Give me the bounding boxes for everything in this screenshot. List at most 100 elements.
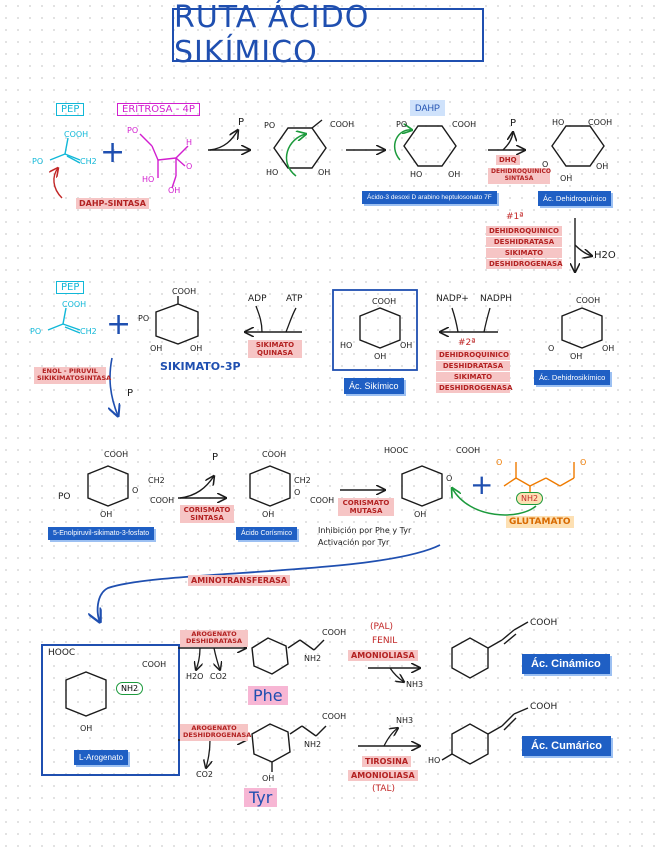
pep-molecule-2 <box>47 307 81 334</box>
ac-cinamico-box: Ác. Cinámico <box>522 654 610 674</box>
prefenato-ring <box>401 465 443 507</box>
adp-label: ADP <box>248 294 267 304</box>
pep2-cooh: COOH <box>62 300 87 309</box>
glutamato-molecule <box>503 462 575 496</box>
dhs-oh: OH <box>570 352 583 361</box>
tirosina-label: TIROSINA <box>362 756 412 768</box>
plus-sign-1: + <box>100 135 126 170</box>
enol-po: PO <box>58 492 71 502</box>
dehidroquinico-ring <box>551 125 605 167</box>
acido-dahp-box: Ácido-3 desoxi D arabino heptulosonato 7… <box>362 191 497 204</box>
tyr-ring <box>251 723 327 772</box>
sik-ho: HO <box>340 341 353 350</box>
dhs-o: O <box>548 344 555 353</box>
phe-nh3: NH3 <box>406 680 424 689</box>
arogenato-frame <box>41 644 180 776</box>
p-release-1: P <box>238 117 245 128</box>
dehidrosikimico-ring <box>561 307 603 349</box>
tyr-label: Tyr <box>244 788 278 807</box>
enolpiruvil-ring <box>87 465 129 507</box>
eritrosa-h: H <box>186 138 193 147</box>
arog-cooh: COOH <box>142 660 167 669</box>
arogenato-ring <box>65 671 107 717</box>
s3p-oh-2: OH <box>190 344 203 353</box>
tyr-cooh: COOH <box>322 712 347 721</box>
glutamato-nh2: NH2 <box>516 492 544 505</box>
cum-ho: HO <box>428 756 441 765</box>
step1-enzyme-2: DESHIDRATASA <box>486 237 562 248</box>
eritrosa-molecule <box>139 133 189 189</box>
dahp-sintasa-label: DAHP-SINTASA <box>76 198 149 210</box>
enol-cooh-2: COOH <box>150 496 175 505</box>
corismico-box: Ácido Corísmico <box>236 527 297 540</box>
dhs-cooh: COOH <box>576 296 601 305</box>
enol-enzyme: ENOL - PIRUVIL SIKIKIMATOSINTASA <box>34 367 111 384</box>
step2-enzyme-1: DEHIDROQUINICO <box>436 350 510 361</box>
pep-po: PO <box>32 157 44 166</box>
glu-o-1: O <box>496 458 503 467</box>
plus-sign-2: + <box>106 307 132 342</box>
dhs-oh-2: OH <box>602 344 615 353</box>
arogenato-dh-label: AROGENATO DESHIDRATASA <box>180 630 248 647</box>
plus-sign-3: + <box>470 468 494 501</box>
corismico-ring <box>249 465 291 507</box>
ac-dehidrosikimico-box: Ác. Dehidrosikímico <box>534 370 611 385</box>
step1-enzyme-3: SIKIMATO <box>486 248 562 259</box>
dq-cooh: COOH <box>588 118 613 127</box>
s3p-po: PO <box>138 314 150 323</box>
p-release-2: P <box>510 118 517 129</box>
intermediate-ring <box>273 119 327 169</box>
p-release-4: P <box>212 452 219 463</box>
step2-enzyme-4: DESHIDROGENASA <box>436 383 513 394</box>
tyr-nh3: NH3 <box>396 716 414 725</box>
pep-label-2: PEP <box>56 281 85 294</box>
sik-cooh: COOH <box>372 297 397 306</box>
phe-co2: CO2 <box>210 672 227 681</box>
eritrosa-po: PO <box>127 126 139 135</box>
arogenato-dg-label: AROGENATO DESHIDROGENASA <box>180 724 251 741</box>
dhq-enzyme: DEHIDROQUINICO SINTASA <box>488 168 551 184</box>
enol-cooh: COOH <box>104 450 129 459</box>
step2-enzyme-2: DESHIDRATASA <box>436 361 510 372</box>
corismato-mutasa-label: CORISMATO MUTASA <box>338 498 394 517</box>
int-ho: HO <box>266 168 279 177</box>
eritrosa-o: O <box>186 162 193 171</box>
pref-oh: OH <box>414 510 427 519</box>
phe-h2o: H2O <box>186 672 204 681</box>
pep2-po: PO <box>30 327 42 336</box>
dahp-ring <box>403 125 457 167</box>
enol-o: O <box>132 486 139 495</box>
step2-number: #2ª <box>458 338 476 348</box>
pref-cooh: COOH <box>456 446 481 455</box>
arog-nh2: NH2 <box>116 682 144 695</box>
glutamato-label: GLUTAMATO <box>506 516 574 529</box>
cor-ch2: CH2 <box>294 476 311 485</box>
pep-molecule <box>49 137 81 164</box>
sikimato-3p-ring <box>155 296 199 345</box>
arog-hooc: HOOC <box>48 648 76 658</box>
dahp-po: PO <box>396 120 408 129</box>
tyr-co2: CO2 <box>196 770 213 779</box>
ac-sikimico-box: Ác. Sikímico <box>344 378 404 394</box>
s3p-cooh: COOH <box>172 287 197 296</box>
dq-ho: HO <box>552 118 565 127</box>
int-po: PO <box>264 121 276 130</box>
int-oh: OH <box>318 168 331 177</box>
tyr-nh2: NH2 <box>304 740 322 749</box>
step1-number: #1ª <box>506 212 524 222</box>
dq-oh-2: OH <box>596 162 609 171</box>
pep-ch2: CH2 <box>80 157 97 166</box>
cumarico-ring <box>441 707 529 765</box>
glu-o-2: O <box>580 458 587 467</box>
activacion-note: Activación por Tyr <box>318 538 390 547</box>
p-release-3: P <box>127 388 134 399</box>
dq-oh-1: OH <box>560 174 573 183</box>
enolpiruvil-box: 5-Enolpiruvil-sikimato-3-fosfato <box>48 527 155 540</box>
pref-hooc: HOOC <box>384 446 409 455</box>
dahp-oh: OH <box>448 170 461 179</box>
cor-cooh: COOH <box>262 450 287 459</box>
dahp-sintasa-arrow <box>54 168 63 199</box>
dahp-label: DAHP <box>410 100 446 116</box>
pep-cooh: COOH <box>64 130 89 139</box>
